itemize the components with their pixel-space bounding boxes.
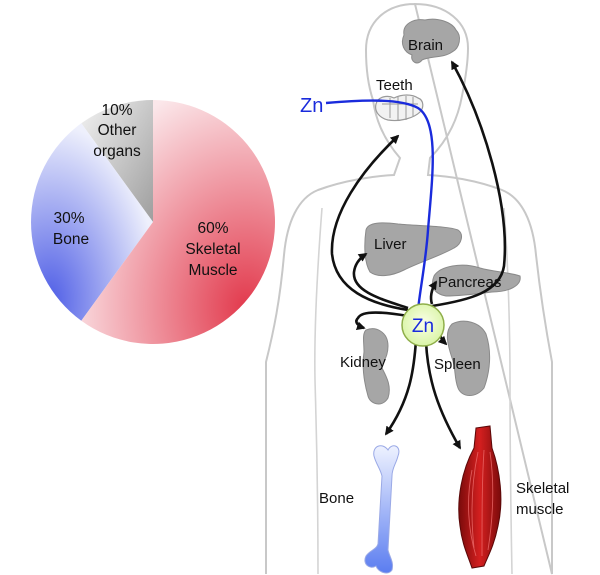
pie-label-other-percent: 10% [101, 102, 132, 119]
kidney-icon [362, 328, 390, 405]
zn-pool-circle [401, 303, 445, 347]
arrow-to-muscle [424, 341, 462, 450]
liver-icon [364, 222, 462, 277]
brain-label: Brain [408, 37, 443, 54]
spleen-label: Spleen [434, 356, 481, 373]
pie-label-bone-line1: Bone [53, 231, 89, 248]
pie-chart: 10% Other organs 30% Bone 60% Skeletal M… [31, 99, 276, 344]
bone-label: Bone [319, 490, 354, 507]
bone-icon [364, 445, 400, 574]
pie-slice-bone [31, 123, 154, 321]
arrow-to-kidney [355, 311, 409, 330]
pie-label-other-line2: organs [93, 143, 141, 160]
spleen-icon [446, 320, 491, 396]
teeth-label: Teeth [376, 77, 413, 94]
zn-center-label: Zn [412, 316, 434, 337]
pie-label-bone-percent: 30% [53, 210, 84, 227]
arrow-to-pancreas [428, 280, 438, 305]
pie-label-muscle-line1: Skeletal [185, 241, 240, 258]
distribution-arrows [330, 60, 507, 450]
liver-label: Liver [374, 236, 407, 253]
pie-label-muscle-line2: Muscle [188, 262, 237, 279]
pie-slice-other-organs [81, 100, 153, 222]
muscle-label-line2: muscle [516, 501, 564, 518]
pancreas-icon [432, 264, 521, 297]
body-inner-contour [314, 207, 513, 575]
arrow-to-teeth [330, 134, 409, 312]
arrow-to-liver [352, 252, 409, 310]
skeletal-muscle-icon [458, 425, 502, 569]
kidney-label: Kidney [340, 354, 386, 371]
muscle-label-line1: Skeletal [516, 480, 569, 497]
zn-input-label: Zn [300, 95, 323, 117]
brain-icon [401, 18, 460, 64]
pancreas-label: Pancreas [438, 274, 501, 291]
arrow-to-bone [384, 339, 418, 436]
pie-slice-skeletal-muscle [81, 99, 276, 344]
arrow-to-brain [431, 60, 507, 308]
pie-label-other-line1: Other [98, 122, 137, 139]
pie-label-muscle-percent: 60% [197, 220, 228, 237]
zn-uptake-path [325, 99, 434, 311]
